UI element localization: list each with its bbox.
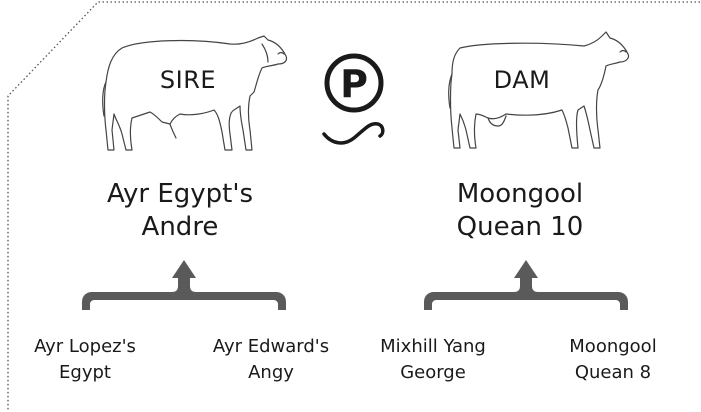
parent-line2: Quean 8 [574,362,652,383]
dam-name-line2: Quean 10 [456,212,584,242]
sire-parent-sire: Ayr Lopez's Egypt [10,334,160,386]
dam-name: Moongool Quean 10 [400,178,640,244]
parent-line1: Ayr Lopez's [34,336,136,357]
sire-lineage-bracket [82,260,286,310]
dam-lineage-bracket [424,260,628,310]
polled-letter: P [340,62,368,106]
parent-line1: Moongool [569,336,657,357]
parent-line2: George [400,362,466,383]
sire-label: SIRE [159,66,217,94]
parent-line1: Mixhill Yang [380,336,486,357]
parent-line2: Angy [248,362,294,383]
polled-icon: P [322,53,385,145]
bull-outline-icon [102,35,288,151]
sire-name-line1: Ayr Egypt's [106,179,254,209]
dam-name-line1: Moongool [456,179,584,209]
parent-line1: Ayr Edward's [212,336,330,357]
cow-outline-icon [448,31,630,149]
dam-parent-sire: Mixhill Yang George [358,334,508,386]
sire-name-line2: Andre [141,212,219,242]
dam-label: DAM [493,66,551,94]
sire-name: Ayr Egypt's Andre [60,178,300,244]
dam-parent-dam: Moongool Quean 8 [538,334,688,386]
parent-line2: Egypt [59,362,111,383]
sire-parent-dam: Ayr Edward's Angy [196,334,346,386]
